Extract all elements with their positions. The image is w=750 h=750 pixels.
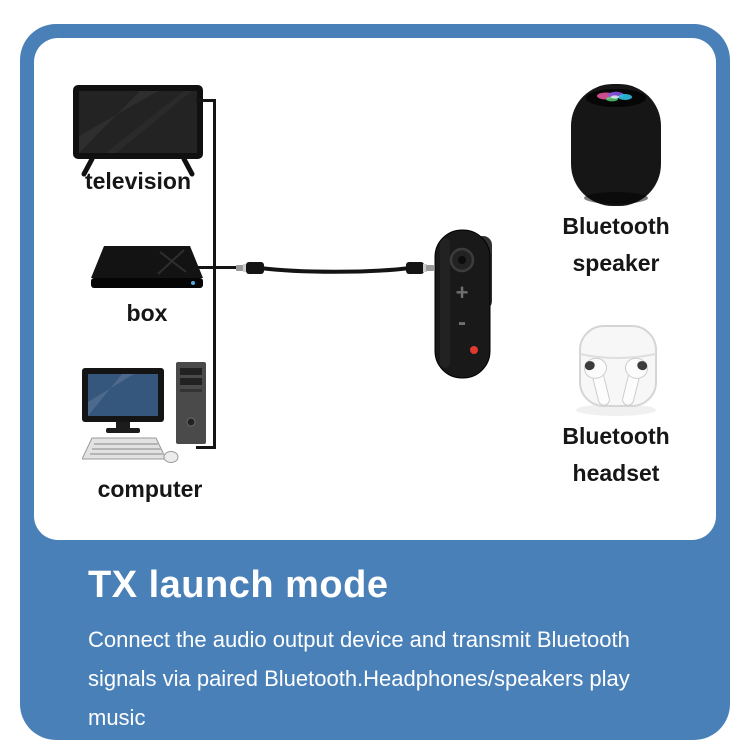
bt-headset-icon — [576, 325, 657, 416]
receiver-minus-label: - — [458, 309, 466, 336]
tv-icon — [73, 85, 203, 177]
aux-cable-icon — [236, 262, 434, 274]
footer-title: TX launch mode — [88, 564, 389, 606]
set-top-box-icon — [91, 246, 203, 288]
tv-label: television — [84, 168, 192, 194]
bracket-tick-tv — [196, 99, 215, 102]
bracket-vertical-line — [213, 99, 216, 449]
bt-receiver-icon: + - — [434, 229, 492, 379]
bt-speaker-label: Bluetooth speaker — [562, 213, 670, 276]
receiver-plus-label: + — [456, 280, 469, 305]
computer-icon — [82, 362, 206, 463]
receiver-led — [470, 346, 478, 354]
bracket-tick-computer — [196, 446, 215, 449]
box-label: box — [126, 300, 168, 326]
computer-label: computer — [97, 476, 203, 502]
bracket-tick-box — [196, 266, 215, 269]
bracket-tick-cable — [214, 266, 240, 269]
footer-description: Connect the audio output device and tran… — [88, 627, 630, 731]
bt-headset-label: Bluetooth headset — [562, 423, 670, 486]
bt-speaker-icon — [571, 84, 661, 206]
